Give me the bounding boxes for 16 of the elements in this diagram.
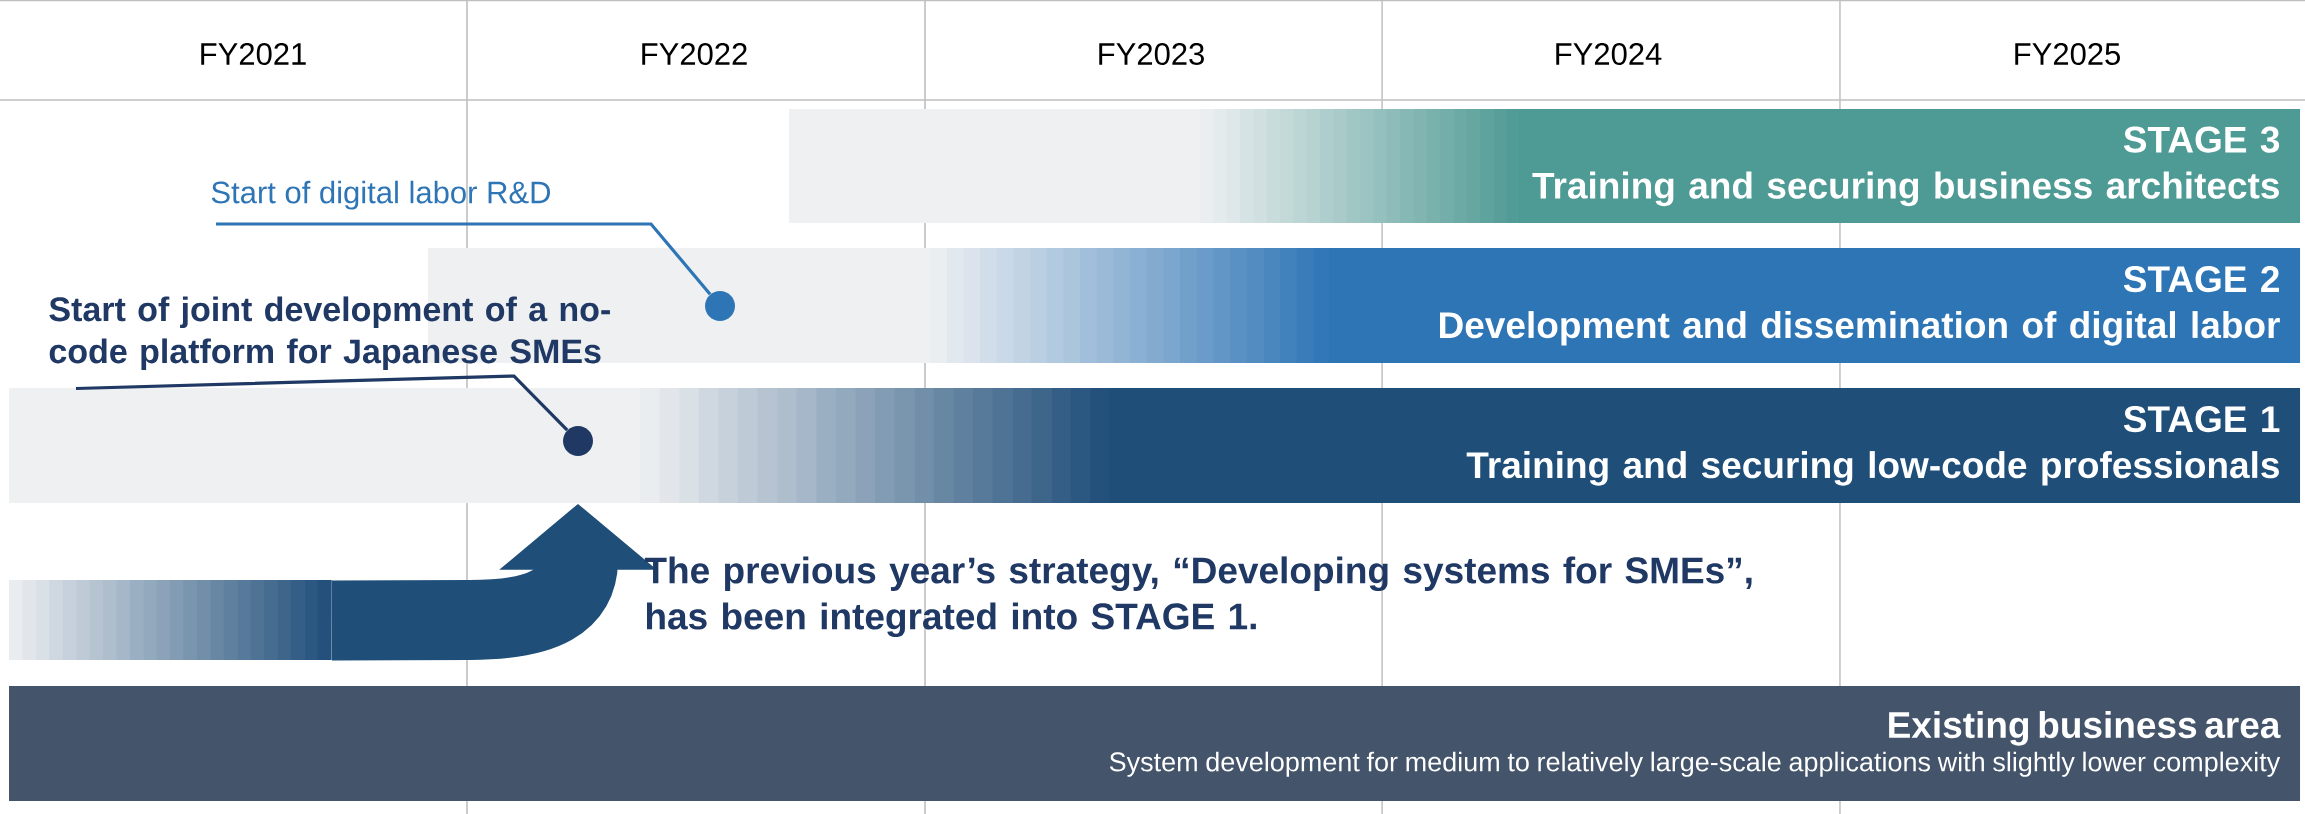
year-label: FY2024 (1556, 43, 1662, 65)
stage-band: STAGE 3 Training and securing business architects (789, 109, 2301, 223)
leader-line (216, 222, 712, 296)
year-label: FY2022 (642, 43, 747, 65)
leader-line (75, 374, 569, 432)
year-label: FY2023 (1099, 43, 1204, 65)
faded-bar (9, 580, 332, 660)
business-area-band: Existing business area System development for medium to relatively large-scale applications with slightly lower complexity (9, 686, 2301, 801)
year-label: FY2021 (201, 43, 306, 65)
marker-dot (563, 426, 593, 456)
milestone-text: Start of digital labor R&D (211, 180, 550, 210)
milestone-text: Start of joint development of a no-code platform for Japanese SMEs (49, 296, 610, 371)
note-text: The previous year’s strategy, “Developing systems for SMEs”, has been integrated into STAGE 1. (644, 556, 1752, 638)
year-label: FY2025 (2015, 43, 2120, 65)
stage-band: STAGE 1 Training and securing low-code professionals (9, 388, 2301, 503)
marker-dot (705, 291, 735, 321)
